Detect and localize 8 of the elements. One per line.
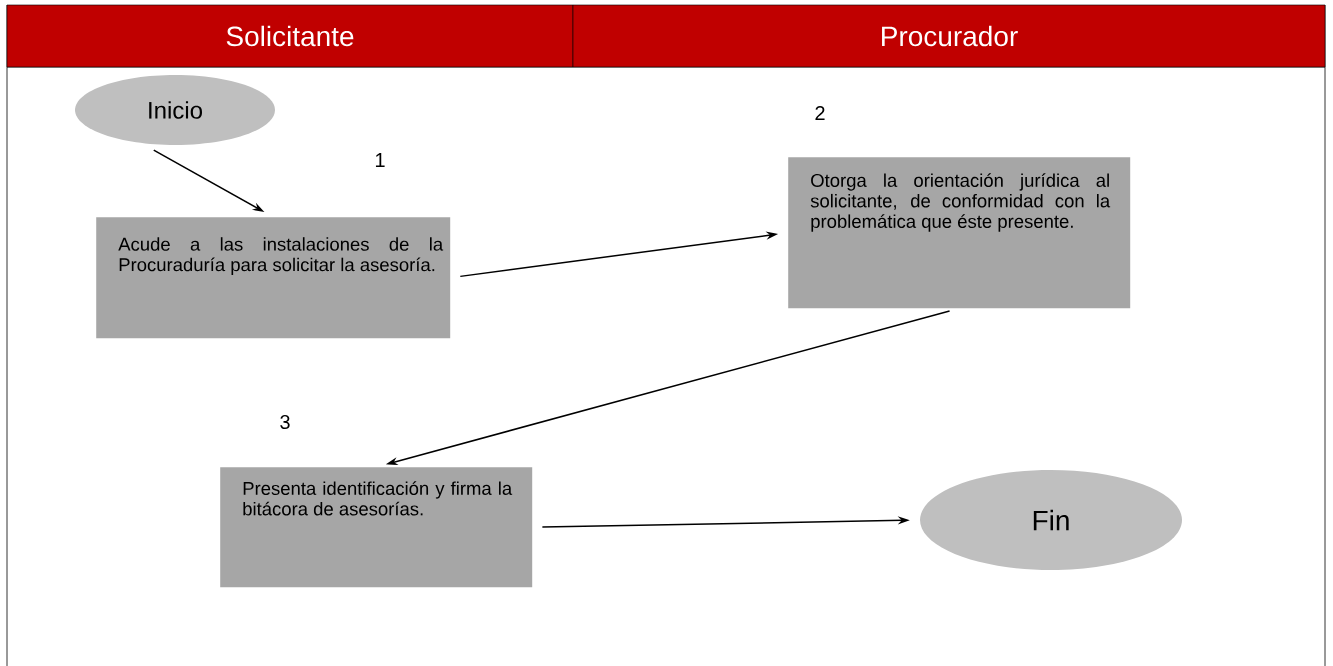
lane-header: Solicitante — [6, 4, 574, 68]
process-box: Acude a las instalaciones de la Procuraduría para solicitar la asesoría. — [96, 217, 451, 339]
step-number: 2 — [815, 106, 825, 120]
step-number: 1 — [375, 153, 385, 167]
step-number: 3 — [280, 414, 290, 430]
process-box: Presenta identificación y firma la bitácora de asesorías. — [220, 467, 533, 588]
process-box: Otorga la orientación jurídica al solicitante, de conformidad con la problemática que éste presente. — [788, 157, 1131, 309]
lane-header: Procurador — [572, 4, 1326, 68]
